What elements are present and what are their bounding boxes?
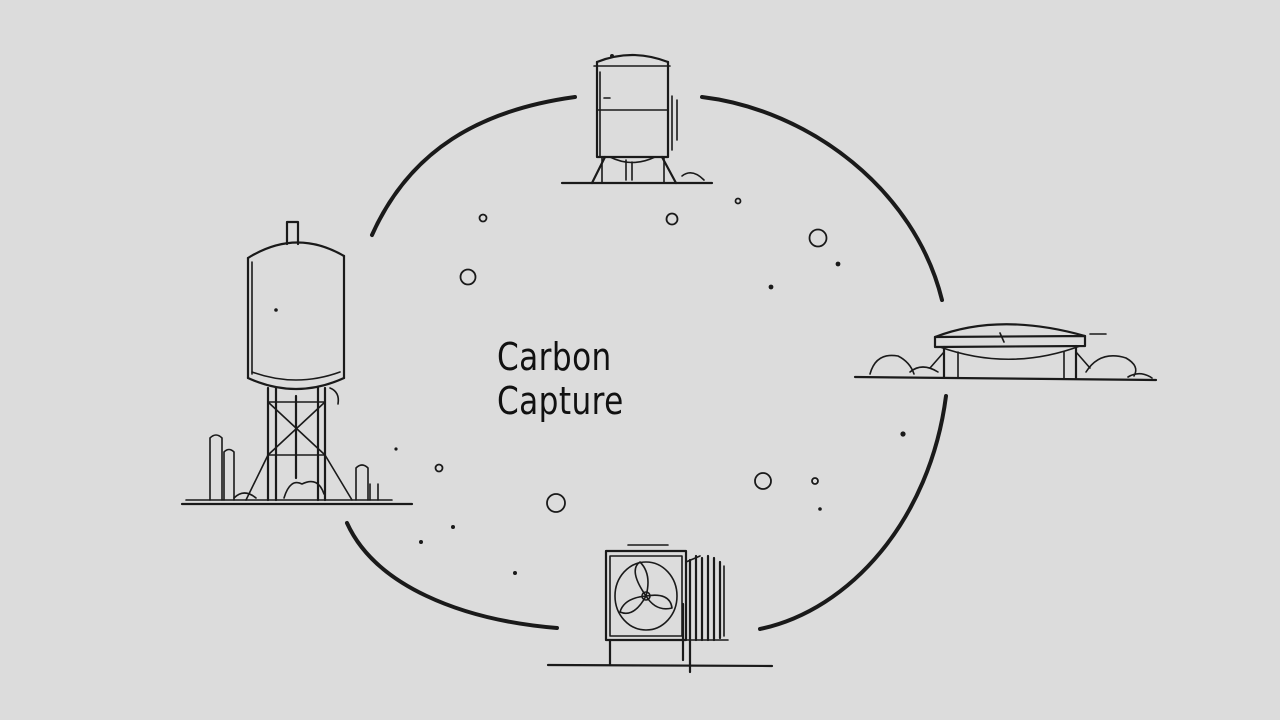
arc-top-right xyxy=(700,95,944,302)
arc-top-left xyxy=(370,95,577,237)
storage-tank-icon xyxy=(560,53,714,185)
arc-bottom-right xyxy=(758,394,948,631)
tall-silo-icon xyxy=(180,220,414,506)
co2-particles xyxy=(394,197,906,575)
arc-bottom-left xyxy=(345,521,559,630)
cycle-arcs xyxy=(345,95,948,631)
flat-tank-icon xyxy=(853,323,1158,382)
fan-unit-icon xyxy=(546,544,774,674)
diagram-title: Carbon Capture xyxy=(497,335,624,423)
